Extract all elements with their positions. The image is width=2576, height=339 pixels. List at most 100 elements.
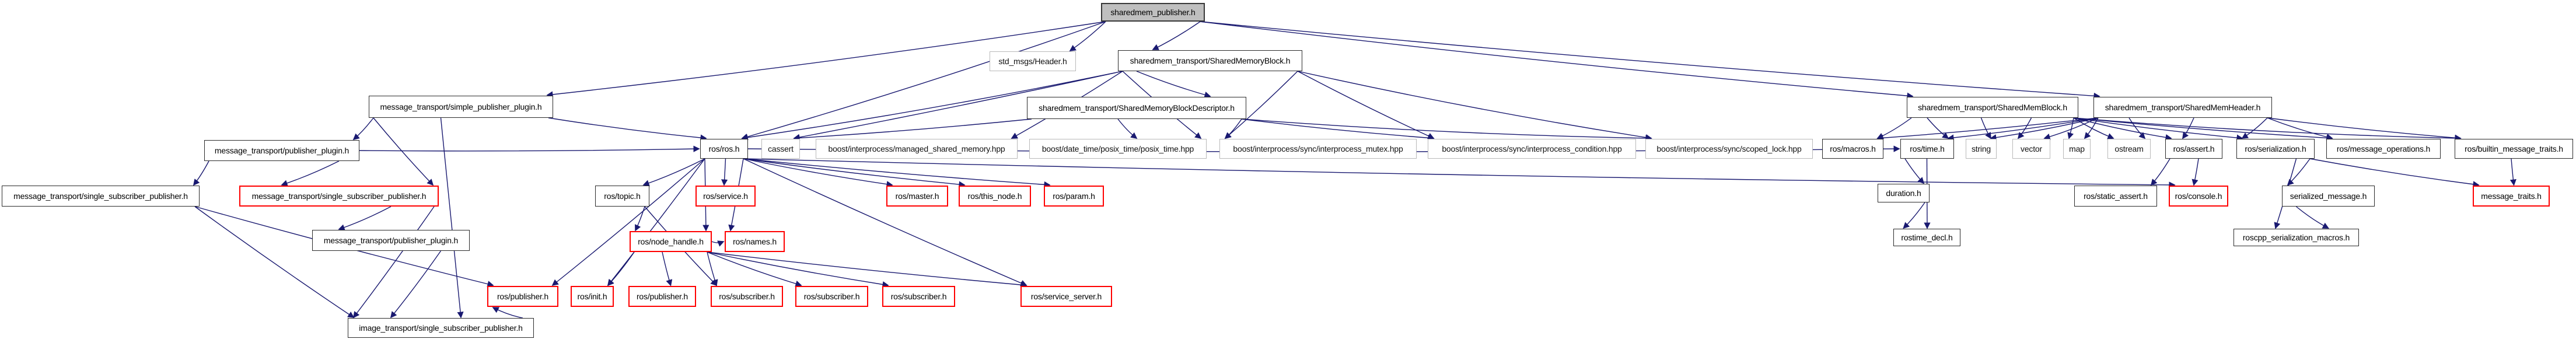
graph-edge-memheader-serialization xyxy=(2241,117,2268,139)
graph-edge-image_ssp-pub_a xyxy=(492,307,523,319)
graph-edge-ros_h-param xyxy=(743,158,1051,188)
graph-node-node_handle[interactable]: ros/node_handle.h xyxy=(630,231,712,252)
graph-edge-shm_block-boost_scoped xyxy=(1297,71,1652,141)
graph-edges xyxy=(193,21,2516,319)
graph-node-names[interactable]: ros/names.h xyxy=(725,231,785,252)
graph-node-pub_b[interactable]: ros/publisher.h xyxy=(628,286,696,307)
graph-node-pub_plugin2[interactable]: message_transport/publisher_plugin.h xyxy=(312,230,470,251)
graph-edge-sss_black-image_ssp xyxy=(194,206,355,318)
graph-node-std_header[interactable]: std_msgs/Header.h xyxy=(990,51,1076,71)
graph-node-sub_a[interactable]: ros/subscriber.h xyxy=(711,286,783,307)
graph-edge-descriptor-boost_posix xyxy=(1117,118,1138,139)
graph-edge-memheader-map_h xyxy=(2084,117,2099,139)
graph-edge-memblock-msg_ops xyxy=(2073,117,2333,142)
graph-edge-sss_red-pub_plugin2 xyxy=(338,206,392,231)
graph-node-ros_h[interactable]: ros/ros.h xyxy=(700,139,748,159)
graph-node-msg_ops[interactable]: ros/message_operations.h xyxy=(2326,139,2441,159)
graph-edge-ros_h-service_server xyxy=(743,158,1027,286)
graph-node-duration[interactable]: duration.h xyxy=(1878,184,1930,202)
graph-node-boost_mutex[interactable]: boost/interprocess/sync/interprocess_mut… xyxy=(1219,139,1417,159)
graph-node-time_h[interactable]: ros/time.h xyxy=(1900,139,1954,159)
graph-node-serialization[interactable]: ros/serialization.h xyxy=(2236,139,2315,159)
graph-edge-serialization-serialized_msg xyxy=(2287,158,2311,186)
graph-edge-shm_block-cassert xyxy=(793,71,1123,141)
graph-edge-ros_h-pub_a xyxy=(551,158,705,286)
graph-edge-memblock-time_h xyxy=(1927,117,1949,139)
graph-edge-ros_h-this_node xyxy=(743,158,966,188)
graph-edge-memblock-string_h xyxy=(1980,117,1991,139)
graph-edge-assert_h-console xyxy=(2191,158,2199,186)
graph-node-param[interactable]: ros/param.h xyxy=(1044,186,1104,207)
graph-edge-memheader-macros xyxy=(1876,117,2099,141)
graph-edge-pub_plugin-ros_h xyxy=(359,145,700,152)
graph-edge-assert_h-static_assert xyxy=(2150,158,2170,186)
graph-edge-time_h-duration xyxy=(1904,158,1925,184)
graph-node-console[interactable]: ros/console.h xyxy=(2169,186,2228,207)
graph-node-pub_a[interactable]: ros/publisher.h xyxy=(487,286,558,307)
graph-node-sss_red[interactable]: message_transport/single_subscriber_publ… xyxy=(239,186,439,207)
graph-node-image_ssp[interactable]: image_transport/single_subscriber_publis… xyxy=(348,318,534,338)
graph-node-descriptor[interactable]: sharedmem_transport/SharedMemoryBlockDes… xyxy=(1027,97,1246,119)
graph-edge-root-ros_h xyxy=(741,21,1106,140)
graph-edge-simple_pub-image_ssp xyxy=(440,117,464,319)
graph-node-boost_posix[interactable]: boost/date_time/posix_time/posix_time.hp… xyxy=(1029,139,1207,159)
graph-node-boost_cond[interactable]: boost/interprocess/sync/interprocess_con… xyxy=(1428,139,1636,159)
graph-node-assert_h[interactable]: ros/assert.h xyxy=(2165,139,2222,159)
graph-node-sss_black[interactable]: message_transport/single_subscriber_publ… xyxy=(2,186,200,207)
graph-edge-root-simple_pub xyxy=(546,21,1106,98)
graph-edge-pub_plugin2-image_ssp xyxy=(390,250,442,319)
graph-node-service[interactable]: ros/service.h xyxy=(695,186,756,207)
graph-edge-descriptor-cassert xyxy=(793,118,1032,142)
graph-edge-descriptor-boost_scoped xyxy=(1241,118,1652,142)
graph-node-simple_pub[interactable]: message_transport/simple_publisher_plugi… xyxy=(369,96,553,118)
graph-edge-ros_h-topic xyxy=(642,158,705,187)
graph-edge-serialized_msg-ser_macros xyxy=(2296,206,2329,229)
graph-edge-descriptor-boost_mutex xyxy=(1224,118,1242,139)
graph-edge-shm_block-ros_h xyxy=(741,71,1123,141)
graph-node-sub_b[interactable]: ros/subscriber.h xyxy=(795,286,868,307)
graph-node-macros[interactable]: ros/macros.h xyxy=(1822,139,1883,159)
graph-node-builtin_traits[interactable]: ros/builtin_message_traits.h xyxy=(2455,139,2573,159)
graph-edge-memblock-assert_h xyxy=(2073,117,2172,141)
graph-node-root[interactable]: sharedmem_publisher.h xyxy=(1101,3,1205,22)
graph-node-rostime_decl[interactable]: rostime_decl.h xyxy=(1893,229,1960,246)
graph-node-sub_c[interactable]: ros/subscriber.h xyxy=(882,286,955,307)
graph-node-this_node[interactable]: ros/this_node.h xyxy=(959,186,1031,207)
graph-edge-memheader-ostream_h xyxy=(2128,117,2146,139)
graph-node-topic[interactable]: ros/topic.h xyxy=(595,186,649,207)
graph-node-pub_plugin[interactable]: message_transport/publisher_plugin.h xyxy=(204,140,359,161)
graph-node-init[interactable]: ros/init.h xyxy=(571,286,614,307)
graph-edge-memheader-msg_ops xyxy=(2267,117,2333,141)
graph-node-master[interactable]: ros/master.h xyxy=(886,186,948,207)
graph-edge-topic-node_handle xyxy=(635,206,645,232)
graph-node-boost_msm[interactable]: boost/interprocess/managed_shared_memory… xyxy=(816,139,1018,159)
graph-edge-sss_red-image_ssp xyxy=(352,206,435,319)
graph-node-string_h[interactable]: string xyxy=(1966,139,1997,159)
graph-node-ostream_h[interactable]: ostream xyxy=(2107,139,2151,159)
graph-node-serialized_msg[interactable]: serialized_message.h xyxy=(2282,186,2375,207)
graph-node-msg_traits[interactable]: message_traits.h xyxy=(2473,186,2550,207)
graph-edge-pub_plugin-sss_red xyxy=(281,160,340,187)
graph-node-ser_macros[interactable]: roscpp_serialization_macros.h xyxy=(2234,229,2359,246)
graph-edge-memblock-builtin_traits xyxy=(2073,117,2462,142)
graph-edge-memblock-serialization xyxy=(2073,117,2243,141)
graph-node-cassert[interactable]: cassert xyxy=(761,139,800,159)
graph-edge-simple_pub-sss_red xyxy=(373,117,434,186)
graph-edge-simple_pub-ros_h xyxy=(548,117,707,141)
graph-node-vector_h[interactable]: vector xyxy=(2012,139,2050,159)
graph-edge-memheader-assert_h xyxy=(2182,117,2194,139)
graph-edge-simple_pub-pub_plugin xyxy=(352,117,374,141)
graph-node-memheader[interactable]: sharedmem_transport/SharedMemHeader.h xyxy=(2093,97,2272,118)
graph-edge-builtin_traits-msg_traits xyxy=(2509,158,2516,186)
graph-edge-ros_h-console xyxy=(743,158,2176,188)
graph-edge-duration-rostime_decl xyxy=(1903,202,1925,229)
graph-node-service_server[interactable]: ros/service_server.h xyxy=(1020,286,1112,307)
graph-node-static_assert[interactable]: ros/static_assert.h xyxy=(2074,186,2157,207)
graph-node-memblock[interactable]: sharedmem_transport/SharedMemBlock.h xyxy=(1907,97,2078,118)
graph-node-map_h[interactable]: map xyxy=(2063,139,2091,159)
graph-edge-memheader-builtin_traits xyxy=(2267,117,2462,141)
graph-edge-shm_block-descriptor xyxy=(1136,71,1211,98)
graph-node-shm_block[interactable]: sharedmem_transport/SharedMemoryBlock.h xyxy=(1118,50,1302,71)
graph-node-boost_scoped[interactable]: boost/interprocess/sync/scoped_lock.hpp xyxy=(1645,139,1813,159)
